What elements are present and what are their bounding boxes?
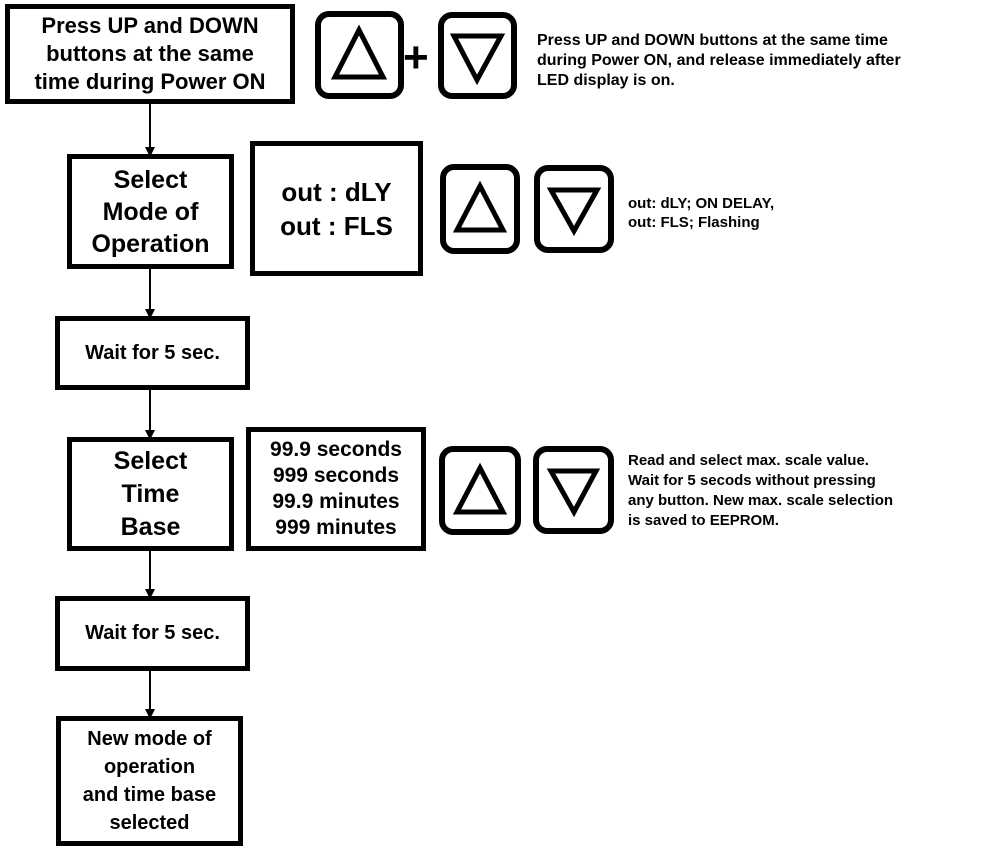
- note-power-on: Press UP and DOWN buttons at the same ti…: [537, 31, 901, 91]
- note-time-base-line-2: Wait for 5 secods without pressing: [628, 472, 876, 489]
- step-power-on-line-3: time during Power ON: [34, 69, 266, 94]
- note-time-base-line-4: is saved to EEPROM.: [628, 512, 779, 529]
- step-wait-2-label: Wait for 5 sec.: [85, 622, 220, 644]
- note-mode: out: dLY; ON DELAY, out: FLS; Flashing: [628, 194, 774, 232]
- step-power-on: Press UP and DOWN buttons at the same ti…: [5, 4, 295, 104]
- time-base-up-button[interactable]: [439, 446, 521, 535]
- note-time-base: Read and select max. scale value. Wait f…: [628, 451, 893, 531]
- note-power-on-line-2: during Power ON, and release immediately…: [537, 52, 901, 69]
- mode-option-1: out : dLY: [281, 176, 392, 207]
- step-select-time-base: Select Time Base: [67, 437, 234, 551]
- time-base-option-4: 999 minutes: [275, 516, 397, 539]
- step-select-mode: Select Mode of Operation: [67, 154, 234, 269]
- step-select-time-base-line-1: Select: [113, 446, 188, 475]
- step-wait-1-label: Wait for 5 sec.: [85, 341, 220, 364]
- up-triangle-icon: [452, 462, 508, 515]
- down-button[interactable]: [438, 12, 517, 99]
- step-done-line-1: New mode of: [87, 728, 212, 750]
- time-base-option-3: 99.9 minutes: [272, 490, 400, 513]
- down-triangle-icon: [449, 33, 506, 86]
- step-done-line-4: selected: [109, 812, 190, 834]
- step-select-mode-line-2: Mode of: [102, 197, 199, 226]
- step-wait-2: Wait for 5 sec.: [55, 596, 250, 671]
- up-triangle-icon: [330, 24, 388, 80]
- time-base-down-button[interactable]: [533, 446, 614, 534]
- down-triangle-icon: [546, 468, 601, 518]
- step-done: New mode of operation and time base sele…: [56, 716, 243, 846]
- time-base-display: 99.9 seconds 999 seconds 99.9 minutes 99…: [246, 427, 426, 551]
- note-time-base-line-3: any button. New max. scale selection: [628, 492, 894, 509]
- mode-display: out : dLY out : FLS: [250, 141, 423, 276]
- up-triangle-icon: [452, 180, 508, 233]
- step-select-time-base-line-3: Base: [120, 512, 181, 541]
- step-done-line-3: and time base: [82, 784, 217, 806]
- step-done-line-2: operation: [103, 756, 196, 778]
- time-base-option-2: 999 seconds: [272, 464, 400, 487]
- mode-option-2: out : FLS: [280, 210, 393, 241]
- step-power-on-line-2: buttons at the same: [46, 41, 254, 66]
- step-select-mode-line-3: Operation: [91, 229, 210, 258]
- note-time-base-line-1: Read and select max. scale value.: [628, 452, 869, 469]
- note-power-on-line-1: Press UP and DOWN buttons at the same ti…: [537, 32, 888, 49]
- step-select-time-base-line-2: Time: [121, 479, 180, 508]
- up-button[interactable]: [315, 11, 404, 99]
- plus-symbol: +: [403, 33, 429, 82]
- time-base-option-1: 99.9 seconds: [270, 438, 402, 461]
- note-mode-line-2: out: FLS; Flashing: [628, 214, 760, 231]
- mode-down-button[interactable]: [534, 165, 614, 253]
- down-triangle-icon: [546, 187, 602, 237]
- note-mode-line-1: out: dLY; ON DELAY,: [628, 195, 775, 212]
- step-wait-1: Wait for 5 sec.: [55, 316, 250, 390]
- step-select-mode-line-1: Select: [113, 165, 188, 194]
- note-power-on-line-3: LED display is on.: [537, 72, 675, 89]
- mode-up-button[interactable]: [440, 164, 520, 254]
- step-power-on-line-1: Press UP and DOWN: [41, 13, 259, 38]
